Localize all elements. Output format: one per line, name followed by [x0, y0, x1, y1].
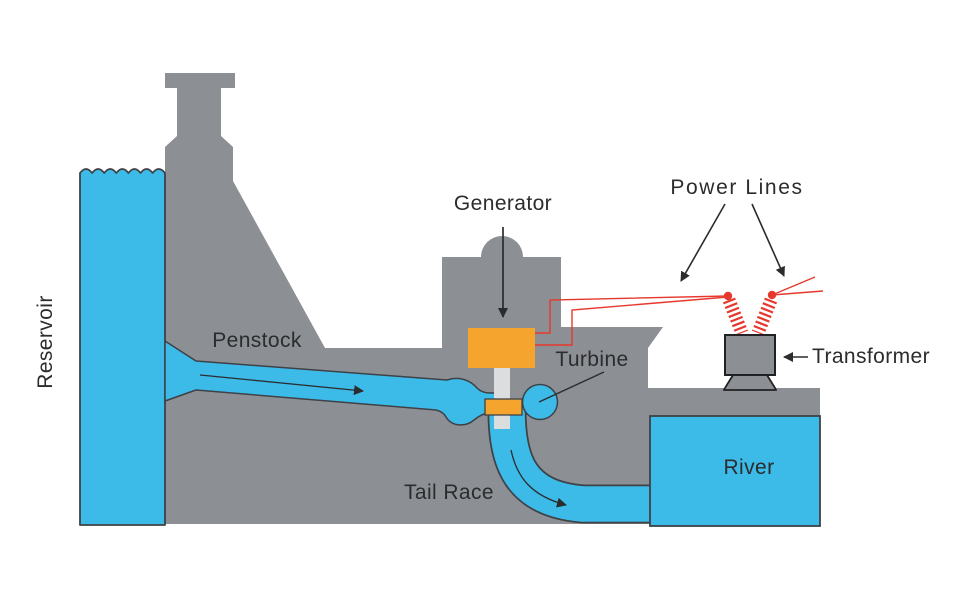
- transformer-coil-right: [751, 297, 778, 336]
- insulator-tip-left: [723, 291, 733, 301]
- reservoir-water: [79, 168, 166, 526]
- power-wire-1: [535, 295, 729, 334]
- power-wire-2: [535, 296, 729, 346]
- river-label: River: [723, 456, 775, 479]
- turbine-block: [484, 398, 523, 416]
- river-water: [649, 415, 821, 527]
- penstock-flow-arrow: [199, 374, 364, 396]
- turbine-label: Turbine: [555, 348, 629, 371]
- transformer-box: [724, 334, 776, 376]
- turbine-pointer-line: [538, 371, 605, 403]
- power-lines-label: Power Lines: [670, 176, 804, 199]
- power-lines-pointer-arrow-left: [680, 203, 726, 282]
- insulator-tip-right: [767, 290, 777, 300]
- generator-label: Generator: [453, 192, 553, 215]
- transformer-foot: [723, 374, 777, 391]
- penstock-label: Penstock: [212, 329, 302, 352]
- transformer-coil-left: [722, 297, 749, 336]
- tail-race-channel-water: [489, 409, 652, 522]
- dam-structure: [165, 73, 820, 524]
- power-lines-pointer-arrow-right: [751, 203, 785, 277]
- penstock-water: [164, 340, 506, 426]
- transformer-label: Transformer: [812, 345, 930, 368]
- tail-race-flow-arrow: [510, 449, 567, 508]
- power-line-out-lower: [771, 290, 824, 296]
- generator-block: [468, 328, 535, 368]
- tail-race-label: Tail Race: [404, 481, 494, 504]
- reservoir-label: Reservoir: [34, 295, 57, 389]
- power-line-out-upper: [771, 276, 816, 296]
